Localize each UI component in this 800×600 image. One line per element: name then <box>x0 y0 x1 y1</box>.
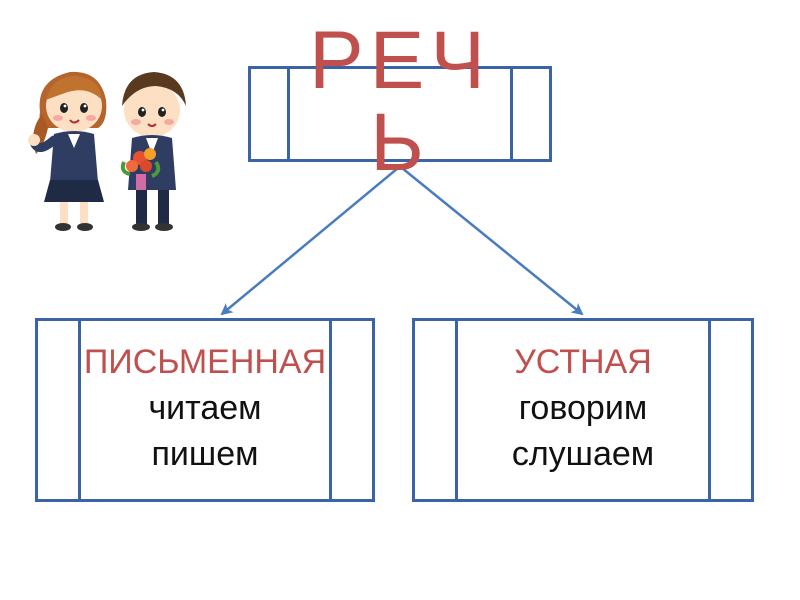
oral-speech-line: слушаем <box>511 435 655 473</box>
speech-box <box>248 66 552 162</box>
arrow-to-oral <box>401 167 584 316</box>
diagram-title: РЕЧЬ <box>308 15 492 188</box>
written-speech-line: пишем <box>151 435 259 473</box>
box-divider <box>455 321 458 499</box>
written-speech-heading: ПИСЬМЕННАЯ <box>83 343 327 381</box>
oral-speech-box: УСТНАЯ говорим слушаем <box>412 318 754 502</box>
box-divider <box>708 321 711 499</box>
box-divider <box>510 69 513 159</box>
oral-speech-heading: УСТНАЯ <box>514 343 652 381</box>
written-speech-text: ПИСЬМЕННАЯ читаем пишем <box>38 339 372 477</box>
oral-speech-text: УСТНАЯ говорим слушаем <box>415 339 751 477</box>
box-divider <box>287 69 290 159</box>
oral-speech-line: говорим <box>518 389 648 427</box>
schoolchildren-icon <box>28 71 186 231</box>
boy-figure <box>120 72 186 231</box>
box-divider <box>78 321 81 499</box>
arrow-to-written <box>220 167 399 316</box>
written-speech-box: ПИСЬМЕННАЯ читаем пишем <box>35 318 375 502</box>
written-speech-line: читаем <box>148 389 262 427</box>
girl-figure <box>28 71 107 231</box>
box-divider <box>329 321 332 499</box>
